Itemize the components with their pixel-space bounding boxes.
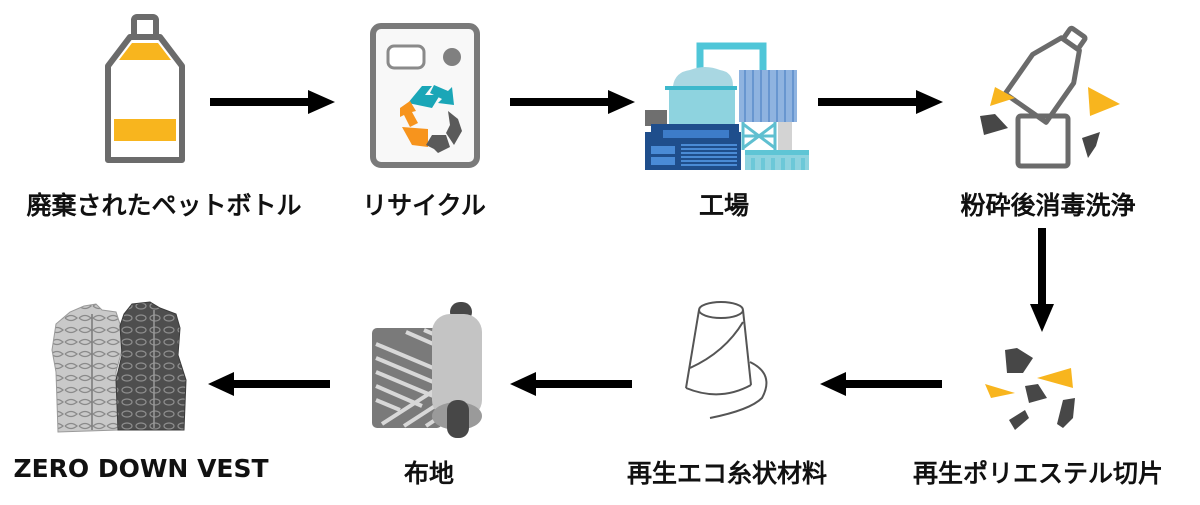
step-label-factory: 工場 (698, 191, 750, 220)
chips-icon (985, 348, 1095, 438)
arrow-right-3 (818, 90, 943, 114)
bottle-icon (105, 14, 185, 164)
step-label-crush-wash: 粉砕後消毒洗浄 (960, 191, 1136, 220)
step-label-vest: ZERO DOWN VEST (13, 454, 269, 483)
factory-icon (645, 42, 810, 172)
recycle-bin-icon (370, 23, 480, 168)
arrow-down (1030, 228, 1054, 332)
step-label-recycle: リサイクル (362, 191, 486, 220)
step-label-polyester-chips: 再生ポリエステル切片 (912, 459, 1164, 488)
fabric-roll-icon (372, 300, 487, 440)
arrow-left-1 (820, 372, 942, 396)
step-label-pet-bottle: 廃棄されたペットボトル (26, 191, 302, 220)
step-label-eco-yarn: 再生エコ糸状材料 (626, 459, 828, 488)
vest-photo-icon (50, 300, 210, 440)
crushed-bottle-icon (970, 20, 1120, 170)
yarn-spool-icon (680, 300, 790, 430)
arrow-right-1 (210, 90, 335, 114)
step-label-fabric: 布地 (403, 459, 455, 488)
arrow-left-3 (208, 372, 330, 396)
arrow-right-2 (510, 90, 635, 114)
arrow-left-2 (510, 372, 632, 396)
